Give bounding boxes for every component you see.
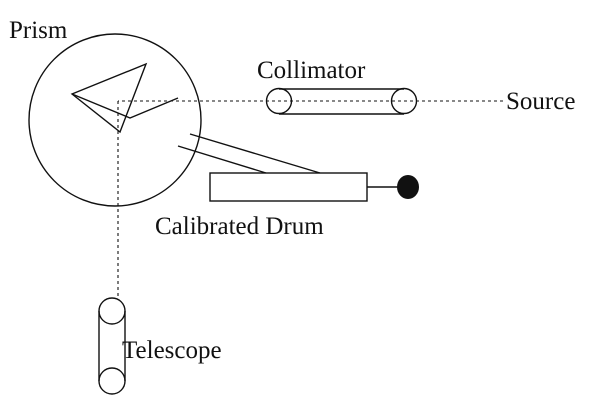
prism-table-circle <box>28 33 202 207</box>
collimator-tube <box>265 87 418 115</box>
prism-light-path <box>71 93 179 119</box>
source-label: Source <box>506 88 575 115</box>
telescope-label: Telescope <box>122 337 222 364</box>
drum-knob <box>397 175 419 199</box>
calibrated-drum-label: Calibrated Drum <box>155 213 324 240</box>
prism-triangle <box>70 62 148 134</box>
calibrated-drum-body <box>209 172 368 202</box>
telescope-tube <box>98 297 126 395</box>
drum-arm <box>177 133 321 174</box>
prism-label: Prism <box>9 17 68 44</box>
collimator-label: Collimator <box>257 57 366 84</box>
